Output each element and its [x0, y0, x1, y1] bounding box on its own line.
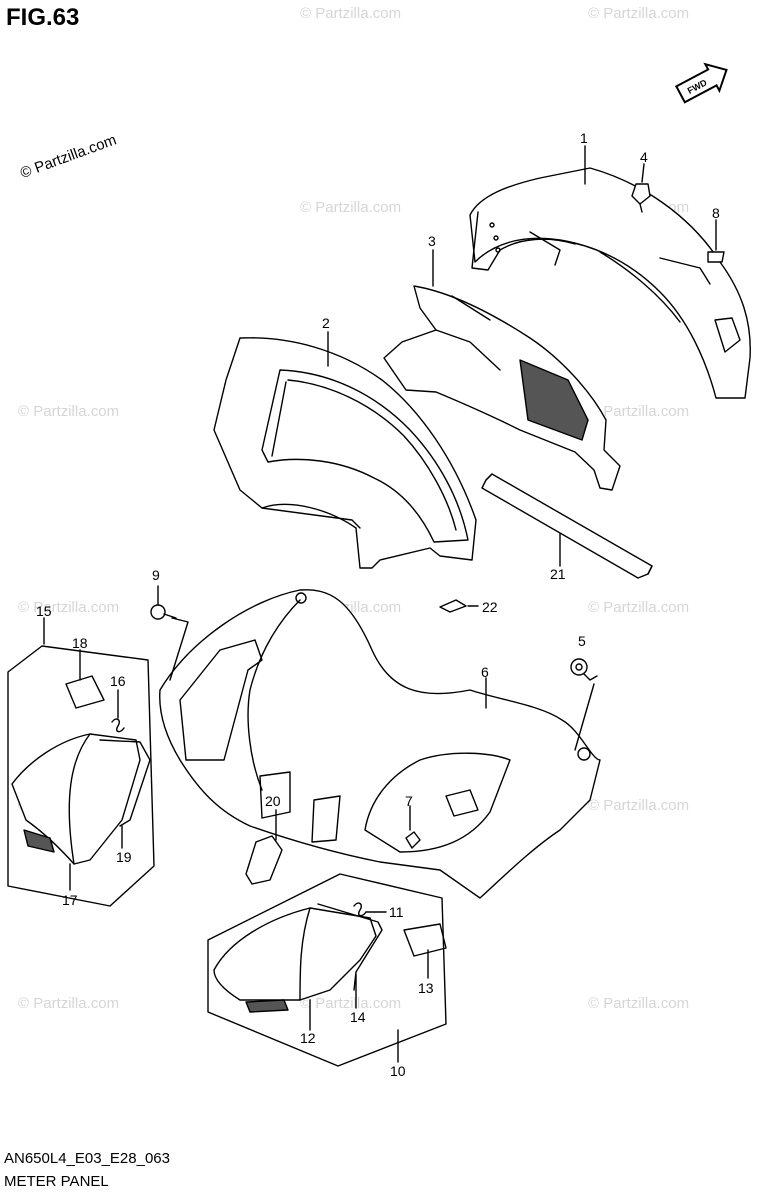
watermark: © Partzilla.com: [588, 403, 689, 420]
watermark: © Partzilla.com: [588, 797, 689, 814]
callout-17: 17: [62, 892, 78, 908]
callout-1: 1: [580, 130, 588, 146]
part-9-screw[interactable]: [150, 604, 189, 681]
callout-11: 11: [389, 904, 404, 920]
watermark: © Partzilla.com: [588, 995, 689, 1012]
callout-16: 16: [110, 673, 126, 689]
callout-10: 10: [390, 1063, 406, 1079]
callout-9: 9: [152, 567, 160, 583]
callout-18: 18: [72, 635, 88, 651]
part-2-meter-frame[interactable]: [213, 337, 477, 569]
assembly-15-box: [7, 645, 155, 907]
callout-7: 7: [405, 793, 413, 809]
diagram-code: AN650L4_E03_E28_063: [4, 1150, 170, 1167]
watermark: © Partzilla.com: [300, 199, 401, 216]
fwd-arrow-icon: FWD: [674, 62, 728, 104]
assembly-10-box: [207, 873, 447, 1067]
watermark: © Partzilla.com: [300, 5, 401, 22]
part-11-spring[interactable]: [353, 902, 367, 917]
part-16-spring[interactable]: [111, 718, 125, 733]
callout-21: 21: [550, 566, 566, 582]
watermark: © Partzilla.com: [18, 599, 119, 616]
callout-12: 12: [300, 1030, 316, 1046]
part-6-lower-panel[interactable]: [159, 589, 601, 899]
callout-3: 3: [428, 233, 436, 249]
part-4-clip[interactable]: [631, 183, 651, 213]
part-12-lid-assembly[interactable]: [213, 903, 383, 1013]
callout-4: 4: [640, 149, 648, 165]
callout-5: 5: [578, 633, 586, 649]
part-7-clip[interactable]: [405, 831, 421, 849]
callout-15: 15: [36, 603, 52, 619]
watermark: © Partzilla.com: [588, 599, 689, 616]
part-3-inner-panel[interactable]: [383, 285, 621, 491]
callout-6: 6: [481, 664, 489, 680]
part-8-screw[interactable]: [707, 251, 725, 263]
callout-8: 8: [712, 205, 720, 221]
part-21-foam-strip[interactable]: [481, 473, 653, 579]
callout-2: 2: [322, 315, 330, 331]
part-22-tape[interactable]: [439, 599, 467, 613]
leader-lines: [43, 145, 717, 1063]
callout-20: 20: [265, 793, 281, 809]
watermark: © Partzilla.com: [18, 995, 119, 1012]
watermark: © Partzilla.com: [18, 403, 119, 420]
diagram-caption: METER PANEL: [4, 1173, 109, 1190]
watermark: © Partzilla.com: [300, 995, 401, 1012]
part-17-lid-assembly[interactable]: [11, 733, 151, 865]
callout-22: 22: [482, 599, 498, 615]
part-18-lid[interactable]: [65, 675, 105, 709]
watermark: © Partzilla.com: [588, 5, 689, 22]
callout-labels: 1 2 3 4 5 6 7 8 9 10 11 12 13 14 15 16 1…: [36, 130, 720, 1079]
part-1-meter-cover-upper[interactable]: [469, 167, 751, 399]
callout-19: 19: [116, 849, 132, 865]
callout-13: 13: [418, 980, 434, 996]
part-5-grommet[interactable]: [570, 658, 598, 751]
figure-title: FIG.63: [6, 4, 80, 31]
part-20-pad[interactable]: [245, 835, 283, 885]
part-13-lid[interactable]: [403, 923, 447, 957]
callout-14: 14: [350, 1009, 366, 1025]
